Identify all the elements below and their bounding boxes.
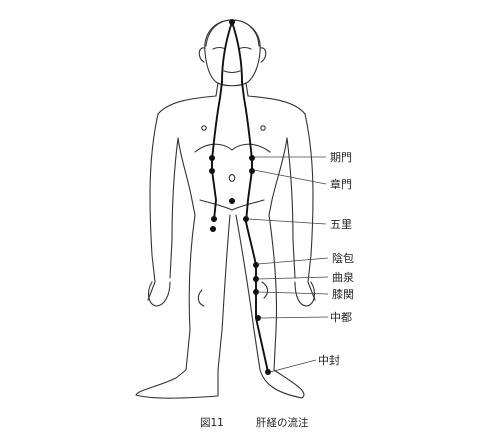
neck-right — [246, 83, 248, 96]
caption-number: 図11 — [200, 417, 224, 429]
meridian-trunk-left — [212, 82, 222, 220]
right-arm-outer — [305, 114, 315, 300]
left-shoulder — [158, 96, 216, 114]
point-kimon-left — [209, 155, 215, 161]
point-crown — [229, 19, 235, 25]
chest-line — [195, 144, 270, 152]
point-shomon-left — [209, 168, 215, 174]
caption-title: 肝経の流注 — [256, 416, 309, 429]
point-kimon-right — [249, 155, 255, 161]
label-shomon: 章門 — [330, 177, 352, 191]
right-arm-inner — [287, 138, 295, 278]
right-nipple — [261, 126, 265, 130]
leader-shitsukan — [258, 292, 328, 294]
mouth — [224, 71, 240, 73]
left-knee-mark — [198, 290, 204, 306]
point-groin-center — [229, 198, 235, 204]
left-arm-inner — [170, 138, 178, 278]
leader-chuto — [260, 317, 328, 318]
torso-right — [269, 138, 287, 215]
label-shitsukan: 膝関 — [332, 288, 354, 301]
leader-gori — [248, 219, 326, 224]
left-leg-inner — [218, 215, 230, 378]
right-ear — [260, 48, 266, 62]
left-leg-outer — [176, 215, 195, 378]
label-chuho: 中封 — [318, 353, 340, 367]
leader-inpou — [258, 258, 328, 264]
left-foot — [136, 378, 218, 398]
label-kyokusen: 曲泉 — [332, 270, 354, 284]
left-eye — [213, 48, 225, 50]
head-outline — [205, 20, 260, 86]
label-inpou: 陰包 — [332, 251, 354, 265]
point-shomon-right — [249, 168, 255, 174]
right-knee-mark — [262, 282, 268, 298]
point-inpou — [253, 262, 259, 268]
label-gori: 五里 — [330, 218, 352, 231]
left-hand — [149, 282, 170, 306]
left-arm-outer — [148, 114, 158, 300]
point-gori-left — [211, 216, 217, 222]
leader-chuho — [270, 360, 316, 372]
right-eye — [239, 48, 251, 50]
navel — [229, 175, 235, 182]
meridian-trunk-right — [242, 82, 252, 222]
torso-left — [178, 138, 195, 215]
right-shoulder — [248, 96, 305, 114]
right-hand — [295, 282, 314, 306]
leader-kyokusen — [258, 277, 328, 279]
point-left-leg — [210, 226, 216, 232]
left-ear — [199, 48, 205, 62]
label-kimon: 期門 — [330, 151, 352, 164]
left-nipple — [202, 126, 206, 130]
neck-left — [216, 83, 218, 96]
label-chuto: 中都 — [330, 311, 352, 324]
